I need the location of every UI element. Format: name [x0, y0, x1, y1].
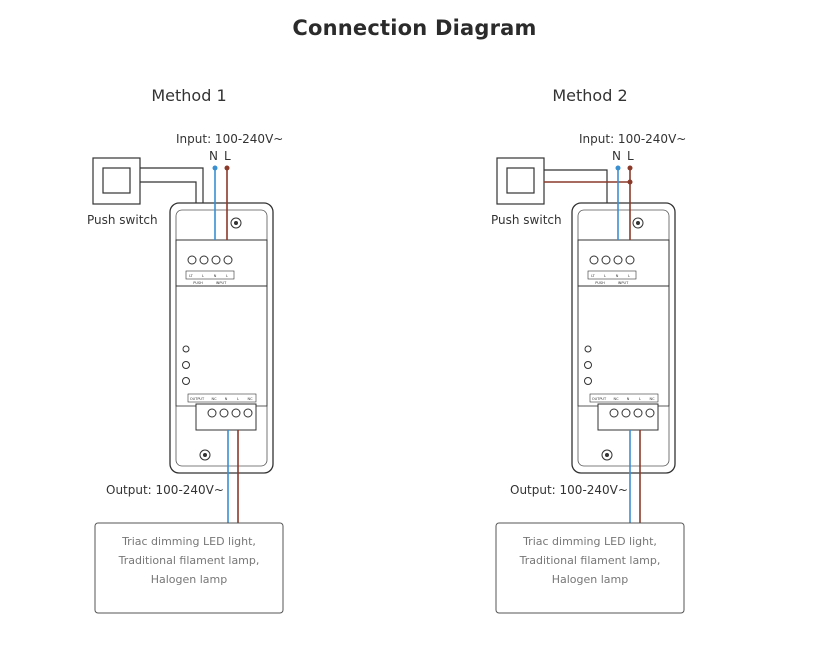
method-2-title: Method 2	[552, 86, 627, 105]
method-1: Method 1 Input: 100-240V~ N L Push switc…	[87, 86, 284, 614]
method-2-input-label: Input: 100-240V~	[579, 132, 686, 146]
method-1-input-label: Input: 100-240V~	[176, 132, 283, 146]
method-2-n-label: N	[612, 149, 621, 163]
terminal-label: L	[226, 274, 228, 278]
method-1-l-label: L	[224, 149, 231, 163]
terminal-label: L	[604, 274, 606, 278]
load-box	[94, 522, 284, 614]
method-2-l-label: L	[627, 149, 634, 163]
method-1-output-label: Output: 100-240V~	[106, 483, 224, 497]
method-2: Method 2 Input: 100-240V~ N L Push switc…	[491, 86, 686, 614]
method-1-switch-label: Push switch	[87, 213, 158, 227]
terminal-label: L	[202, 274, 204, 278]
load-line: Triac dimming LED light,	[121, 535, 256, 548]
terminal-label: N	[616, 274, 619, 278]
load-line: Traditional filament lamp,	[519, 554, 661, 567]
terminal-label: L	[237, 397, 239, 401]
load-line: Halogen lamp	[151, 573, 228, 586]
terminal-group-label: PUSH	[595, 281, 605, 285]
terminal-label: NC	[649, 397, 655, 401]
load-line: Triac dimming LED light,	[522, 535, 657, 548]
push-switch	[496, 157, 545, 205]
terminal-label: N	[214, 274, 217, 278]
terminal-group-label: INPUT	[216, 281, 227, 285]
terminal-group-label: INPUT	[618, 281, 629, 285]
dimmer-device	[571, 202, 676, 474]
terminal-label: L	[639, 397, 641, 401]
method-2-switch-label: Push switch	[491, 213, 562, 227]
terminal-label: N	[627, 397, 630, 401]
terminal-label: OUTPUT	[592, 397, 607, 401]
method-2-output-label: Output: 100-240V~	[510, 483, 628, 497]
load-box	[495, 522, 685, 614]
terminal-label: NC	[247, 397, 253, 401]
terminal-group-label: PUSH	[193, 281, 203, 285]
terminal-label: N	[225, 397, 228, 401]
terminal-label: LT	[591, 274, 595, 278]
dimmer-device	[169, 202, 274, 474]
method-1-title: Method 1	[151, 86, 226, 105]
terminal-label: NC	[211, 397, 217, 401]
method-1-n-label: N	[209, 149, 218, 163]
terminal-label: NC	[613, 397, 619, 401]
load-line: Halogen lamp	[552, 573, 629, 586]
terminal-label: LT	[189, 274, 193, 278]
terminal-label: OUTPUT	[190, 397, 205, 401]
push-switch	[92, 157, 141, 205]
page-title: Connection Diagram	[292, 16, 537, 40]
load-line: Traditional filament lamp,	[118, 554, 260, 567]
terminal-label: L	[628, 274, 630, 278]
